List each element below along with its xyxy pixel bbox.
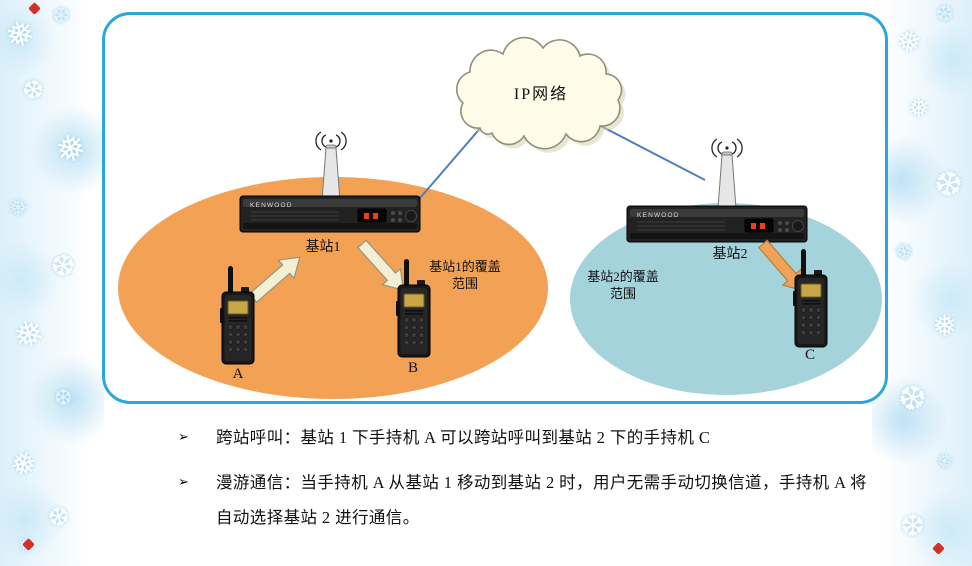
radio-a-label: A	[232, 366, 244, 382]
station1-label: 基站1	[305, 240, 341, 255]
coverage2-label: 基站2的覆盖 范围	[577, 268, 669, 302]
note-text-roaming: 漫游通信：当手持机 A 从基站 1 移动到基站 2 时，用户无需手动切换信道，手…	[216, 473, 867, 527]
radio-b-label: B	[407, 360, 418, 376]
bullet-arrow-icon: ➢	[178, 430, 189, 445]
repeater-station1	[239, 195, 421, 233]
note-item-roaming: ➢ 漫游通信：当手持机 A 从基站 1 移动到基站 2 时，用户无需手动切换信道…	[178, 465, 878, 535]
bullet-arrow-icon: ➢	[178, 475, 189, 490]
notes-section: ➢ 跨站呼叫：基站 1 下手持机 A 可以跨站呼叫到基站 2 下的手持机 C ➢…	[178, 420, 878, 545]
coverage2-line2: 范围	[609, 286, 636, 301]
link-cloud-station1	[407, 117, 490, 213]
coverage1-label: 基站1的覆盖 范围	[414, 258, 516, 292]
coverage1-line1: 基站1的覆盖	[429, 259, 501, 274]
note-item-cross-site-call: ➢ 跨站呼叫：基站 1 下手持机 A 可以跨站呼叫到基站 2 下的手持机 C	[178, 420, 878, 455]
cloud-label: IP网络	[513, 86, 569, 103]
coverage2-line1: 基站2的覆盖	[587, 269, 659, 284]
station2-label: 基站2	[712, 247, 748, 262]
link-cloud-station2	[596, 123, 706, 181]
coverage1-line2: 范围	[451, 276, 478, 291]
radio-c-label: C	[804, 347, 815, 363]
repeater-station2	[626, 205, 808, 243]
note-text-cross-site-call: 跨站呼叫：基站 1 下手持机 A 可以跨站呼叫到基站 2 下的手持机 C	[216, 428, 711, 447]
